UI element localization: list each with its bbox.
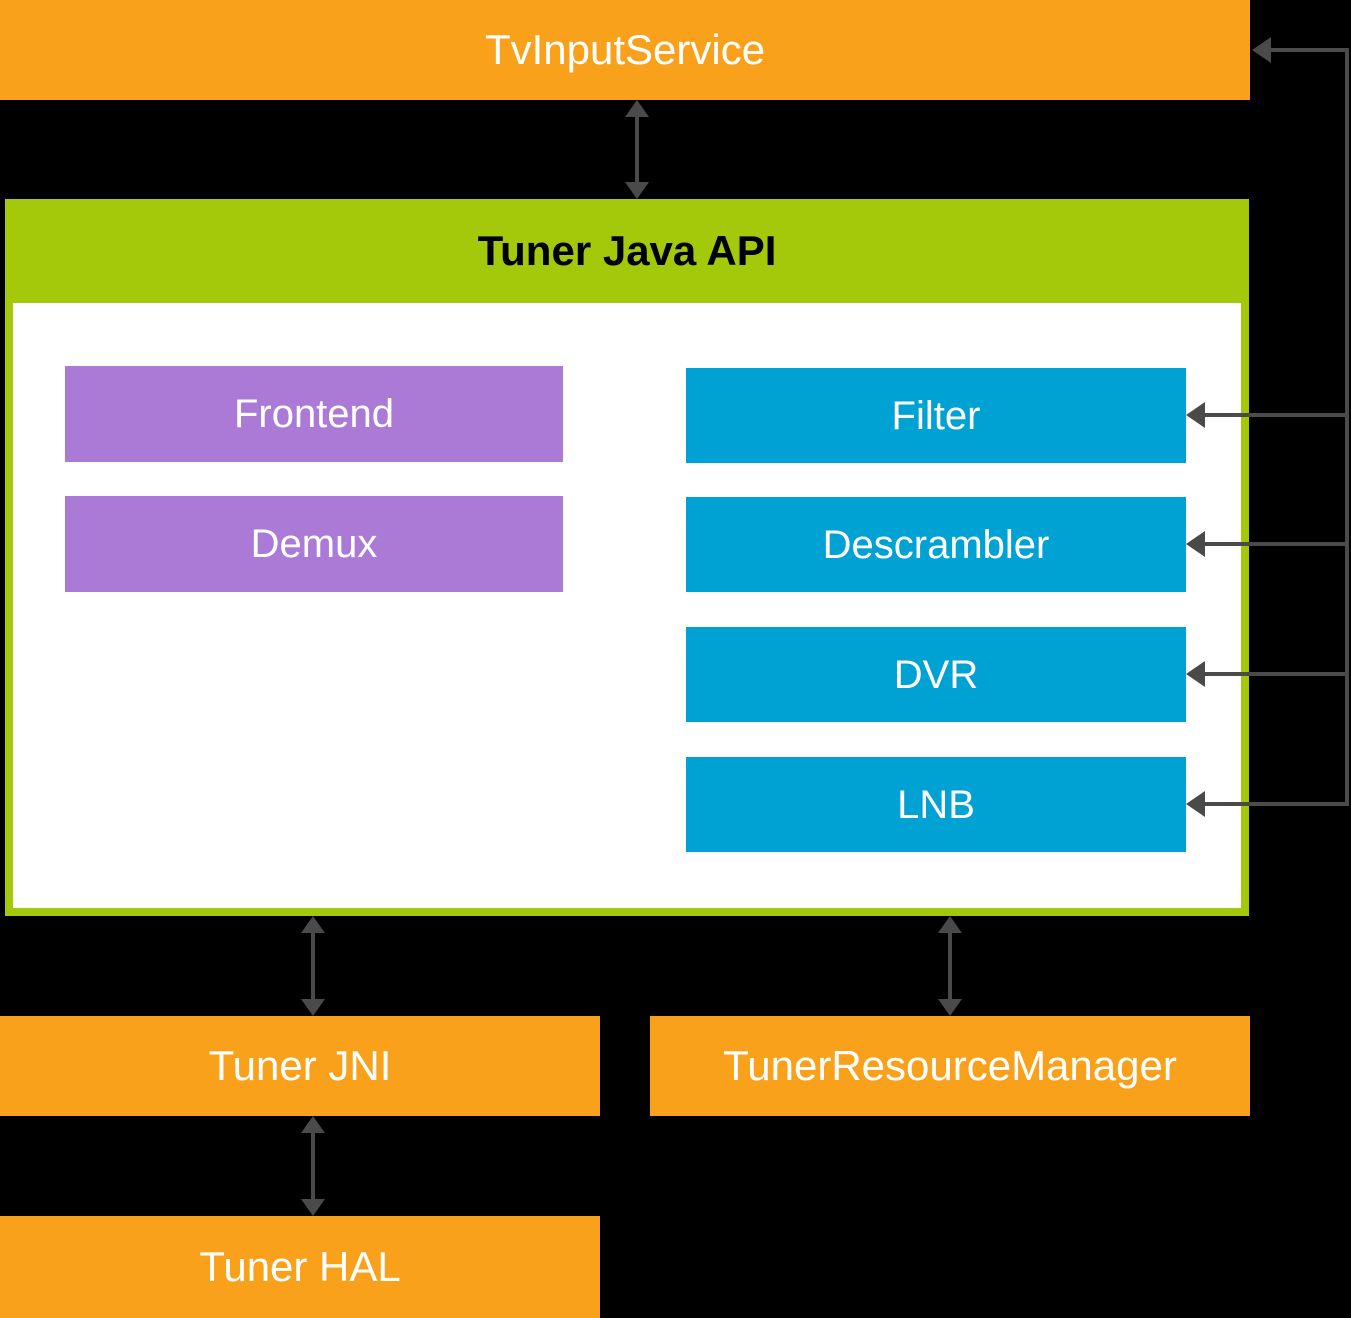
arrow-head-left-icon (1186, 661, 1205, 687)
double-arrow-javaapi-trm-icon (938, 916, 962, 1016)
node-frontend: Frontend (65, 366, 563, 462)
node-tuner-hal: Tuner HAL (0, 1216, 600, 1318)
node-tuner-jni: Tuner JNI (0, 1016, 600, 1116)
arrow-head-up-icon (938, 916, 962, 933)
node-demux-label: Demux (250, 522, 378, 566)
node-dvr-label: DVR (893, 652, 979, 697)
node-tvinputservice: TvInputService (0, 0, 1250, 100)
node-descrambler: Descrambler (686, 497, 1186, 592)
double-arrow-tvis-javaapi-icon (625, 100, 649, 199)
arrow-line (311, 928, 315, 1004)
arrow-line (635, 112, 639, 187)
node-dvr: DVR (686, 627, 1186, 722)
node-lnb: LNB (686, 757, 1186, 852)
arrow-head-up-icon (301, 916, 325, 933)
arrow-head-down-icon (301, 999, 325, 1016)
arrow-into-descrambler-icon (1186, 531, 1349, 557)
arrow-line (1202, 802, 1349, 806)
node-lnb-label: LNB (897, 782, 975, 827)
arrow-line (1202, 672, 1349, 676)
node-tuner-resource-manager: TunerResourceManager (650, 1016, 1250, 1116)
arrow-head-down-icon (938, 999, 962, 1016)
node-tuner-resource-manager-label: TunerResourceManager (723, 1042, 1177, 1089)
arrow-head-up-icon (301, 1116, 325, 1133)
node-filter-label: Filter (891, 393, 981, 438)
arrow-line (1268, 48, 1349, 52)
node-tvinputservice-label: TvInputService (484, 26, 766, 73)
arrow-into-filter-icon (1186, 402, 1349, 428)
tuner-java-api-title: Tuner Java API (477, 227, 777, 274)
arrow-head-left-icon (1186, 531, 1205, 557)
double-arrow-javaapi-jni-icon (301, 916, 325, 1016)
node-tuner-hal-label: Tuner HAL (199, 1243, 401, 1290)
arrow-into-tvis-icon (1252, 37, 1349, 63)
arrow-line (1202, 413, 1349, 417)
arrow-line (948, 928, 952, 1004)
arrow-head-up-icon (625, 100, 649, 117)
node-tuner-jni-label: Tuner JNI (208, 1042, 392, 1089)
arrow-into-dvr-icon (1186, 661, 1349, 687)
arrow-head-left-icon (1252, 37, 1271, 63)
node-demux: Demux (65, 496, 563, 592)
node-filter: Filter (686, 368, 1186, 463)
arrow-into-lnb-icon (1186, 791, 1349, 817)
arrow-head-left-icon (1186, 402, 1205, 428)
node-descrambler-label: Descrambler (822, 522, 1050, 567)
arrow-head-down-icon (625, 182, 649, 199)
right-connector-line (1345, 48, 1349, 806)
arrow-head-down-icon (301, 1199, 325, 1216)
double-arrow-jni-hal-icon (301, 1116, 325, 1216)
arrow-head-left-icon (1186, 791, 1205, 817)
node-frontend-label: Frontend (233, 392, 395, 436)
arrow-line (311, 1128, 315, 1204)
arrow-line (1202, 542, 1349, 546)
